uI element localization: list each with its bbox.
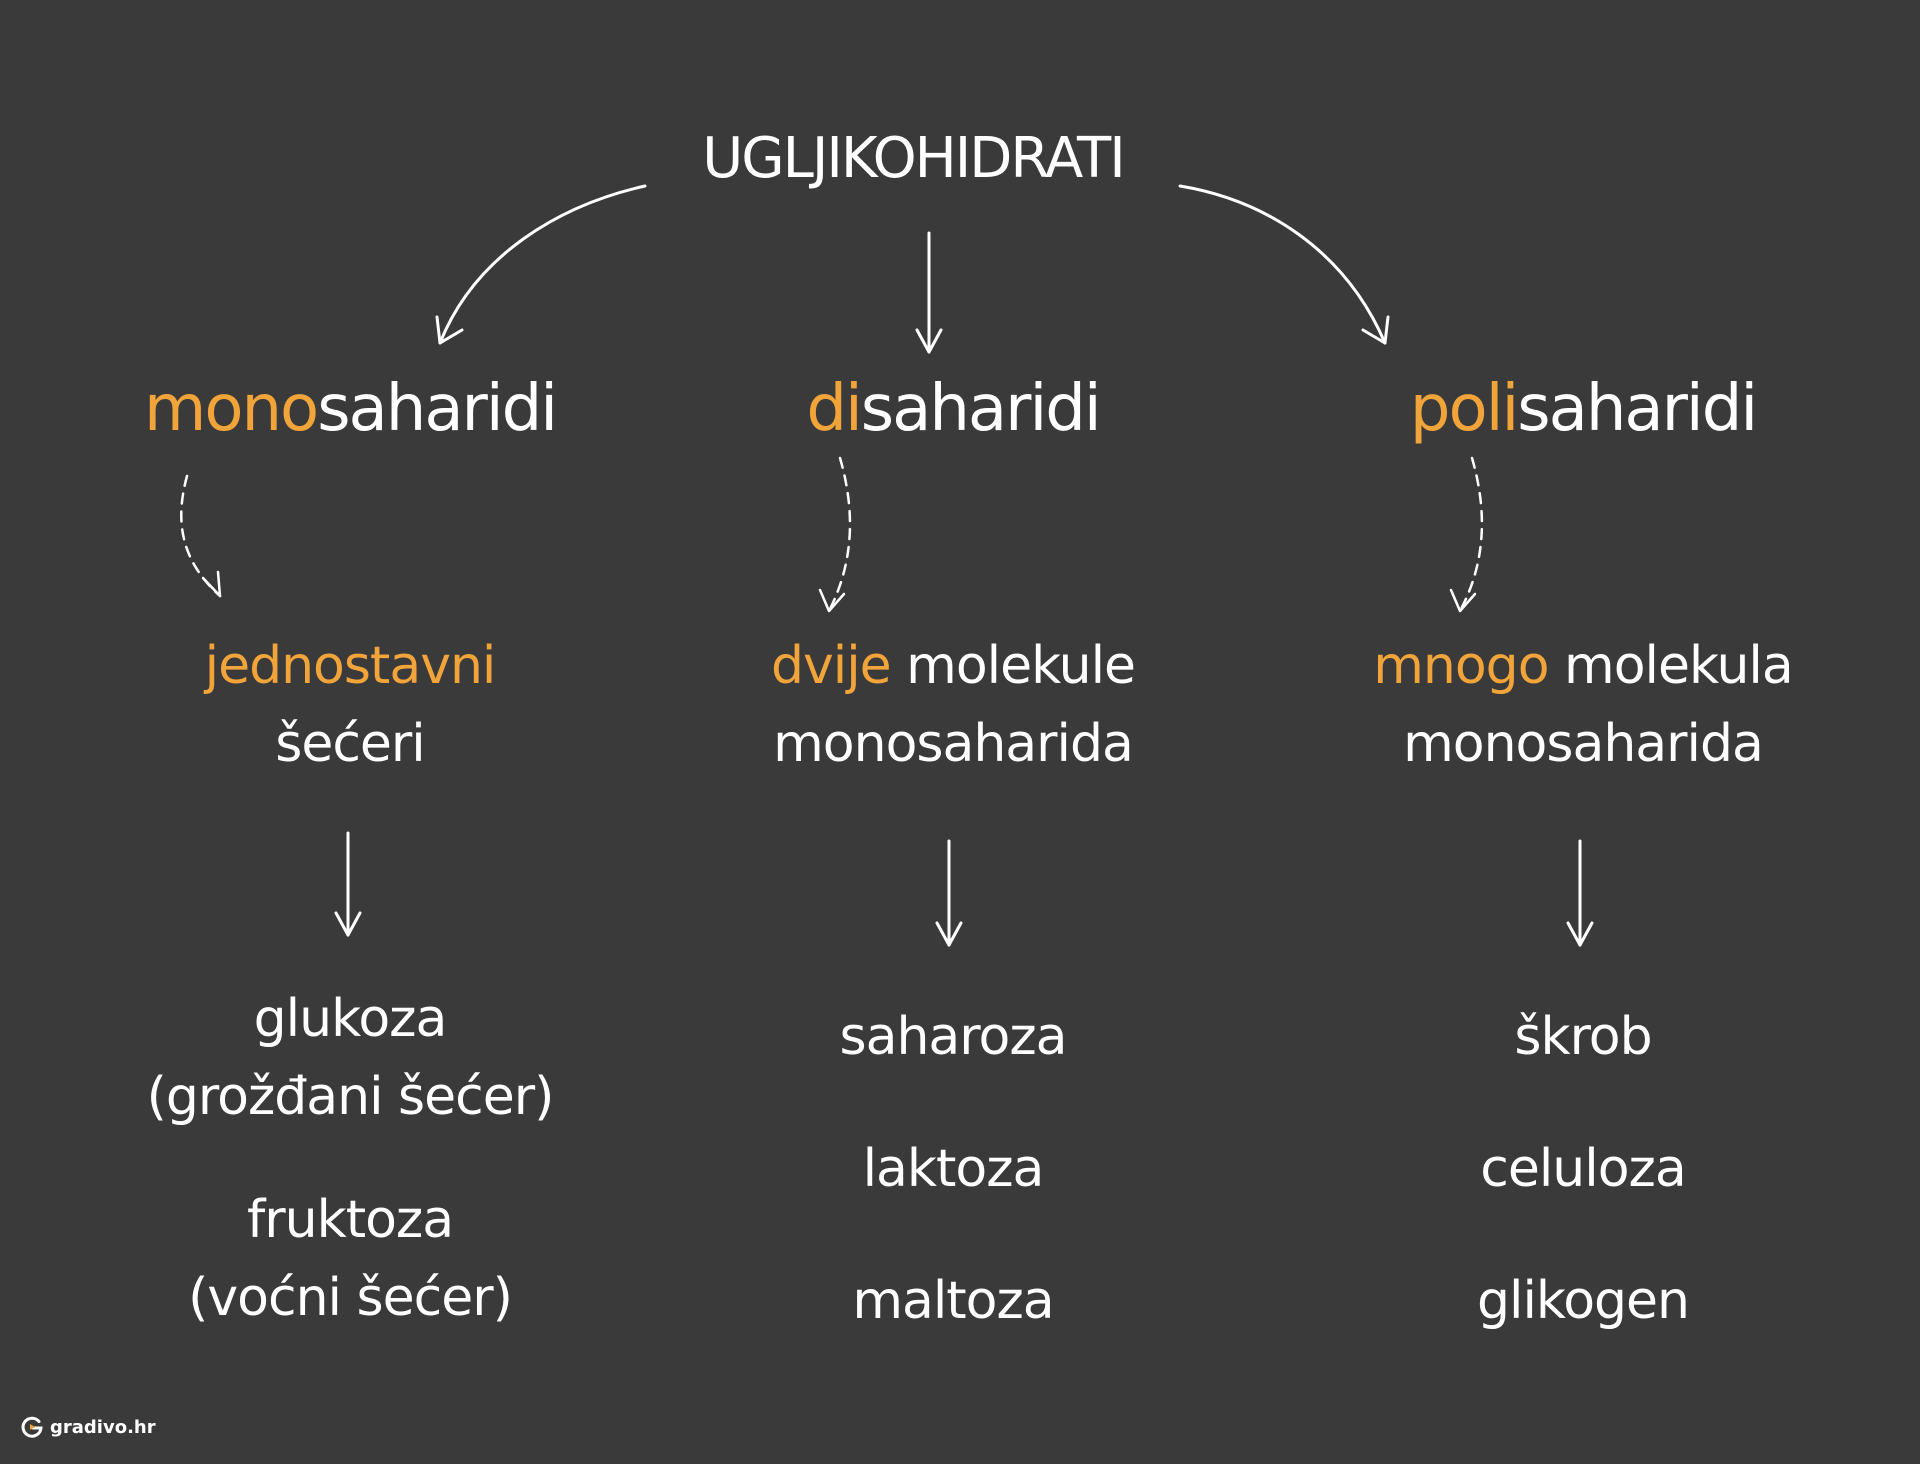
description-monosaharidi: jednostavni šećeri xyxy=(204,627,497,783)
description-rest: molekule xyxy=(890,636,1136,696)
arrowhead-right xyxy=(1361,315,1390,345)
example-item: maltoza xyxy=(852,1271,1054,1331)
category-polisaharidi: polisaharidi xyxy=(1409,372,1758,446)
category-prefix: mono xyxy=(143,372,319,446)
description-accent: jednostavni xyxy=(204,636,497,696)
category-prefix: poli xyxy=(1409,372,1519,446)
category-suffix: saharidi xyxy=(860,372,1102,446)
arrowhead-middle xyxy=(915,328,943,354)
dashed-arrow-poli xyxy=(1458,456,1484,613)
dashed-arrowhead-di xyxy=(818,588,846,613)
description-accent: mnogo xyxy=(1373,636,1549,696)
example-item: fruktoza xyxy=(246,1190,454,1250)
example-item: laktoza xyxy=(862,1139,1045,1199)
down-arrowhead-mono xyxy=(334,911,362,937)
logo-text: gradivo.hr xyxy=(50,1416,156,1438)
example-item: saharoza xyxy=(839,1007,1068,1067)
gradivo-logo[interactable]: gradivo.hr xyxy=(20,1415,156,1439)
curved-arrow-left xyxy=(438,184,647,345)
example-item: (voćni šećer) xyxy=(188,1268,513,1328)
description-disaharidi: dvije molekule monosaharida xyxy=(770,627,1136,783)
examples-monosaharidi: glukoza (grožđani šećer) fruktoza (voćni… xyxy=(146,980,555,1337)
diagram-title: UGLJIKOHIDRATI xyxy=(702,126,1125,191)
description-line2: šećeri xyxy=(275,714,425,774)
description-accent: dvije xyxy=(770,636,892,696)
down-arrowhead-di xyxy=(935,921,963,947)
category-monosaharidi: monosaharidi xyxy=(143,372,558,446)
description-line2: monosaharida xyxy=(773,714,1134,774)
description-polisaharidi: mnogo molekula monosaharida xyxy=(1373,627,1794,783)
example-item: glikogen xyxy=(1477,1271,1690,1331)
description-line2: monosaharida xyxy=(1403,714,1764,774)
dashed-arrow-di xyxy=(827,456,852,613)
description-rest: molekula xyxy=(1548,636,1794,696)
curved-arrow-right xyxy=(1178,184,1387,345)
examples-disaharidi: saharoza laktoza maltoza xyxy=(839,998,1068,1340)
category-suffix: saharidi xyxy=(1517,372,1758,446)
example-item: celuloza xyxy=(1480,1139,1686,1199)
category-disaharidi: disaharidi xyxy=(806,372,1102,446)
example-item: škrob xyxy=(1514,1007,1652,1067)
examples-polisaharidi: škrob celuloza glikogen xyxy=(1477,998,1690,1340)
dashed-arrowhead-mono xyxy=(201,570,222,598)
example-item: glukoza xyxy=(253,989,448,1049)
category-prefix: di xyxy=(806,372,862,446)
dashed-arrow-mono xyxy=(180,474,222,598)
gradivo-logo-icon xyxy=(21,1416,43,1438)
category-suffix: saharidi xyxy=(317,372,558,446)
down-arrowhead-poli xyxy=(1566,921,1594,947)
example-item: (grožđani šećer) xyxy=(146,1067,555,1127)
dashed-arrowhead-poli xyxy=(1449,588,1477,613)
arrowhead-left xyxy=(435,315,464,345)
